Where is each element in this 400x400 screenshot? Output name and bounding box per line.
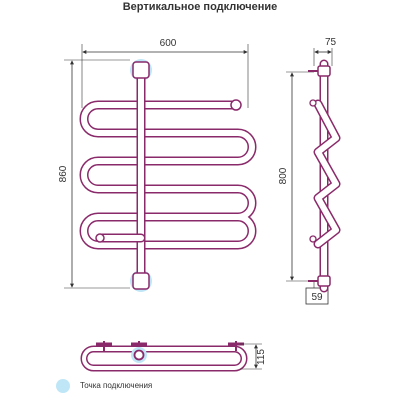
connection-point-icon: [56, 379, 70, 393]
dim-depth: 75: [313, 37, 337, 66]
dim-width: 600: [81, 38, 249, 108]
dim-width-label: 600: [160, 38, 177, 49]
legend-label: Точка подключения: [80, 381, 153, 390]
dim-center-distance-label: 800: [278, 167, 289, 184]
dim-wall-offset-label: 59: [311, 292, 323, 303]
dim-bottom-depth: 115: [240, 343, 267, 370]
dim-center-distance: 800: [278, 71, 314, 282]
dim-depth-label: 75: [325, 37, 337, 48]
towel-rail-front-view: [79, 61, 257, 290]
towel-rail-side-view: [308, 59, 341, 293]
dim-height-label: 860: [58, 165, 69, 182]
page-title: Вертикальное подключение: [122, 1, 278, 13]
dim-bottom-depth-label: 115: [256, 349, 267, 365]
dim-height: 860: [58, 59, 130, 289]
towel-rail-top-view: [80, 341, 248, 372]
